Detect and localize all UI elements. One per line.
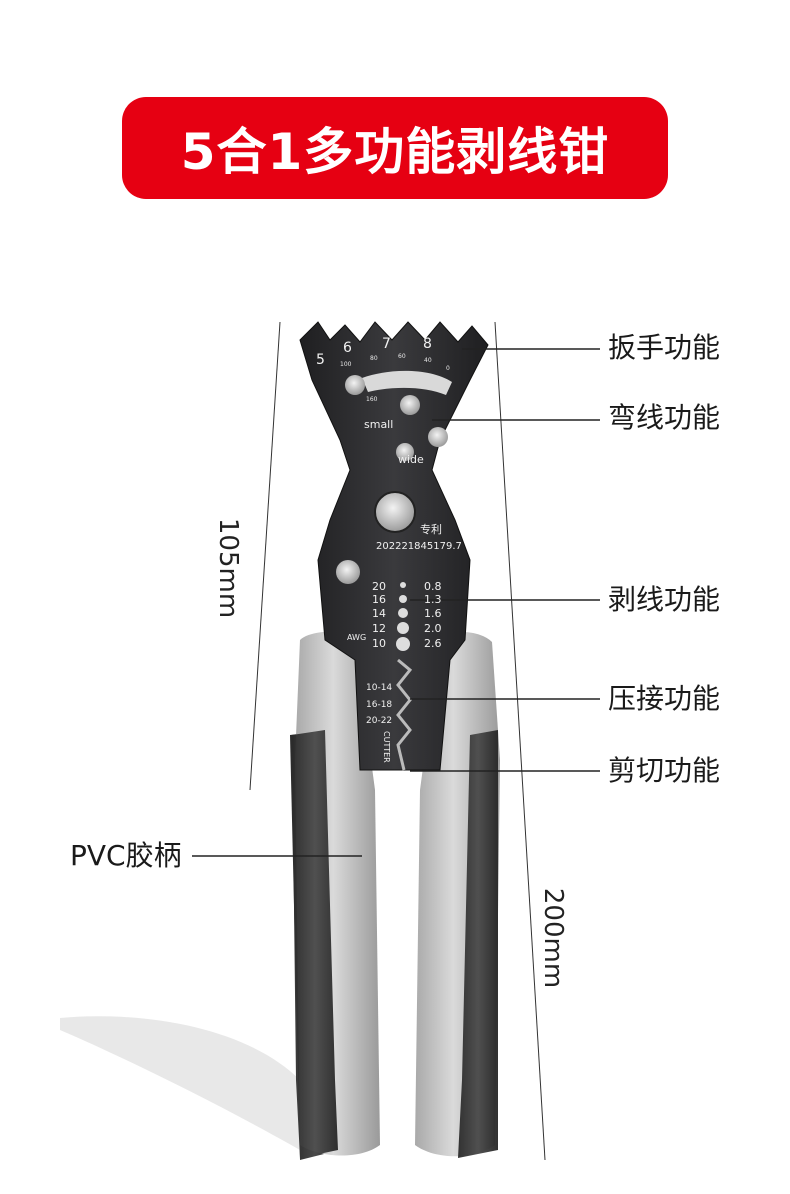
head-dimension-line xyxy=(249,321,281,791)
patent-number: 202221845179.7 xyxy=(376,541,462,552)
mm-2-6: 2.6 xyxy=(424,637,442,650)
strip-hole-14 xyxy=(398,608,408,618)
callout-handle: PVC胶柄 xyxy=(70,839,182,872)
total-dimension-line xyxy=(494,321,546,1161)
page-title: 5合1多功能剥线钳 xyxy=(180,123,610,181)
mm-1-3: 1.3 xyxy=(424,593,442,606)
wide-label: wide xyxy=(398,453,424,466)
gauge-scale-80: 80 xyxy=(370,355,378,362)
mm-scale: 0.8 1.3 1.6 2.0 2.6 xyxy=(424,580,442,650)
callout-cut: 剪切功能 xyxy=(608,754,721,787)
mm-2-0: 2.0 xyxy=(424,622,442,635)
awg-scale: 20 16 14 12 10 xyxy=(372,580,386,650)
pivot-rivet xyxy=(374,491,416,533)
gauge-window xyxy=(362,370,452,395)
gauge-scale-0: 0 xyxy=(446,365,450,372)
callout-crimp: 压接功能 xyxy=(608,682,721,715)
awg-label: AWG xyxy=(347,633,366,642)
floor-shadow xyxy=(60,1016,300,1150)
patent-label: 专利 xyxy=(420,522,442,536)
mm-0-8: 0.8 xyxy=(424,580,442,593)
bend-hole-4 xyxy=(396,443,414,461)
wrench-size-5: 5 xyxy=(316,352,325,368)
strip-hole-10 xyxy=(396,637,410,651)
callout-strip: 剥线功能 xyxy=(608,583,721,616)
awg-20: 20 xyxy=(372,580,386,593)
gauge-scale-40: 40 xyxy=(424,357,432,364)
crimp-10-14: 10-14 xyxy=(366,683,392,693)
callout-bend: 弯线功能 xyxy=(608,401,721,434)
crimp-20-22: 20-22 xyxy=(366,716,392,726)
bend-hole-1 xyxy=(345,375,365,395)
mm-1-6: 1.6 xyxy=(424,607,442,620)
gauge-scale-160: 160 xyxy=(366,396,378,403)
bend-hole-3 xyxy=(428,427,448,447)
awg-16: 16 xyxy=(372,593,386,606)
wrench-size-6: 6 xyxy=(343,340,352,356)
strip-hole-12 xyxy=(397,622,409,634)
left-handle-grip xyxy=(292,730,338,1158)
strip-hole-20 xyxy=(400,582,406,588)
crimp-teeth xyxy=(396,658,413,771)
gauge-scale-60: 60 xyxy=(398,353,406,360)
bend-hole-2 xyxy=(400,395,420,415)
strip-hole-16 xyxy=(399,595,407,603)
total-length-label: 200mm xyxy=(538,887,569,989)
crimp-size-labels: 10-14 16-18 20-22 xyxy=(366,683,392,726)
wrench-size-labels: 5 6 7 8 xyxy=(316,336,432,368)
crimp-16-18: 16-18 xyxy=(366,700,392,710)
awg-12: 12 xyxy=(372,622,386,635)
callout-wrench: 扳手功能 xyxy=(608,331,721,364)
small-label: small xyxy=(364,418,393,431)
spring-rivet xyxy=(336,560,360,584)
awg-10: 10 xyxy=(372,637,386,650)
wrench-size-7: 7 xyxy=(382,336,391,352)
wrench-size-8: 8 xyxy=(423,336,432,352)
title-banner: 5合1多功能剥线钳 xyxy=(122,97,668,199)
awg-14: 14 xyxy=(372,607,386,620)
cutter-label: CUTTER xyxy=(382,731,391,763)
right-handle-grip xyxy=(458,730,498,1158)
head-length-label: 105mm xyxy=(213,517,244,619)
gauge-scale-100: 100 xyxy=(340,361,352,368)
gauge-scale-labels: 100 80 60 40 0 160 xyxy=(340,353,450,403)
